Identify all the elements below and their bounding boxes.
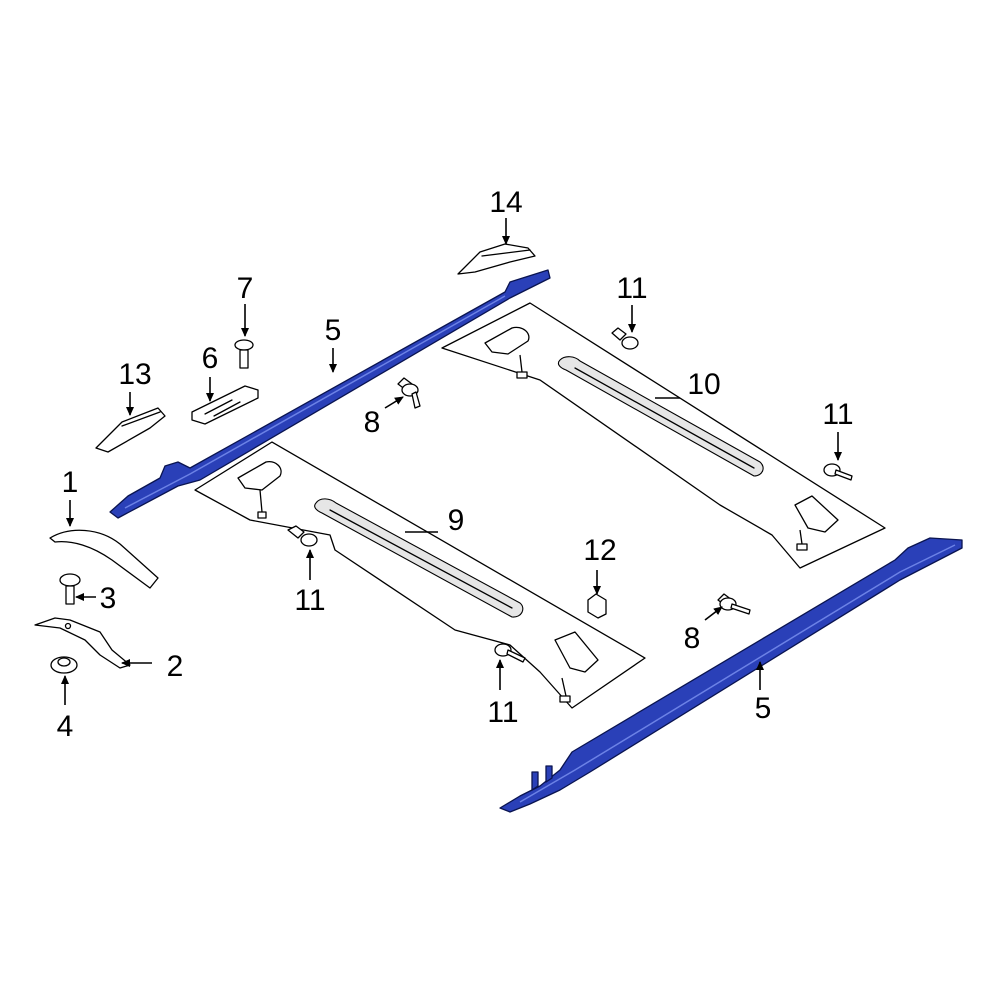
callout-12: 12 [583, 534, 616, 567]
callout-6: 6 [202, 342, 219, 375]
seal-2[interactable] [34, 617, 131, 669]
callout-11-left: 11 [294, 584, 325, 617]
nut-4[interactable] [50, 656, 78, 674]
bolt-11-right[interactable] [823, 463, 853, 481]
end-cover-13[interactable] [95, 407, 166, 453]
side-rail-5-left[interactable] [109, 269, 551, 519]
leader-arrows [61, 218, 842, 705]
callout-13: 13 [118, 358, 151, 391]
bolt-7[interactable] [234, 339, 254, 369]
callout-11-top: 11 [616, 272, 647, 305]
bolt-8-lower[interactable] [717, 593, 751, 615]
callout-9: 9 [448, 504, 465, 537]
callout-11-right: 11 [822, 398, 853, 431]
callout-5-left: 5 [325, 314, 342, 347]
callout-8-lower: 8 [684, 622, 701, 655]
callout-7: 7 [237, 272, 254, 305]
callout-10: 10 [687, 368, 720, 401]
crossbar-10[interactable] [441, 302, 886, 569]
molding-1[interactable] [49, 529, 159, 589]
callout-1: 1 [62, 466, 79, 499]
callout-4: 4 [57, 710, 74, 743]
callout-5-right: 5 [755, 692, 772, 725]
callout-3: 3 [100, 582, 117, 615]
bracket-6[interactable] [191, 385, 259, 425]
bolt-8-upper[interactable] [397, 377, 421, 409]
callout-8-upper: 8 [364, 406, 381, 439]
end-cover-14[interactable] [457, 243, 536, 275]
callout-14: 14 [489, 186, 522, 219]
callout-11-bottom: 11 [487, 696, 518, 729]
screw-3[interactable] [59, 573, 81, 605]
clip-12[interactable] [587, 593, 607, 619]
bolt-11-left[interactable] [287, 525, 318, 547]
side-rail-5-right[interactable] [499, 537, 963, 813]
bolt-11-bottom[interactable] [494, 643, 526, 663]
bolt-11-top[interactable] [611, 327, 639, 350]
crossbar-9[interactable] [194, 441, 646, 709]
callout-2: 2 [167, 650, 184, 683]
